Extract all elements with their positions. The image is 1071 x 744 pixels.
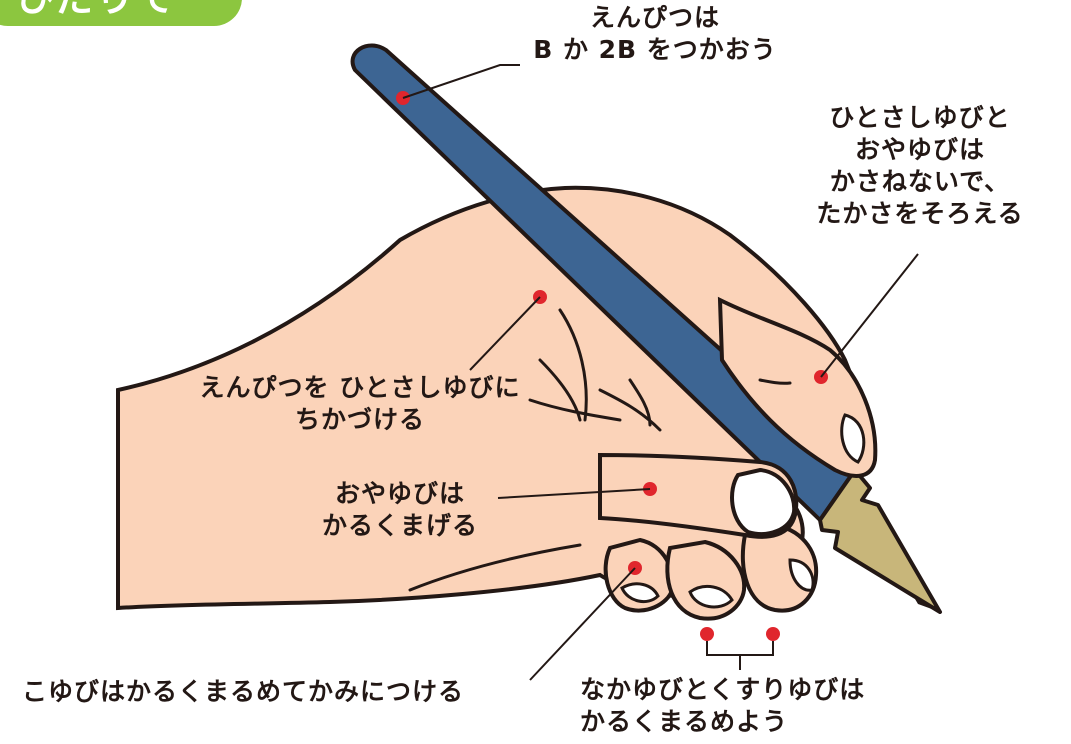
pencil — [350, 43, 942, 614]
index-nail — [840, 413, 866, 464]
middle-nail — [788, 558, 815, 592]
label-line: かるくまげる — [321, 511, 478, 540]
label-line: B か 2B をつかおう — [533, 35, 777, 64]
pinky-nail — [620, 582, 660, 604]
pencil-lead — [912, 594, 940, 612]
label-thumb-bend: おやゆびは かるくまげる — [300, 478, 500, 542]
label-line: なかゆびとくすりゆびは — [580, 675, 866, 704]
leader-lines — [402, 64, 919, 681]
palm-crease — [408, 543, 582, 592]
pencil-wood — [818, 468, 942, 614]
label-line: かさねないで、 — [829, 167, 1011, 196]
label-pencil-near-index: えんぴつを ひとさしゆびに ちかづける — [170, 372, 550, 436]
label-line: かるくまるめよう — [580, 707, 789, 736]
label-pencil-type: えんぴつは B か 2B をつかおう — [520, 2, 790, 66]
leader-pencil — [402, 64, 520, 99]
index-finger — [717, 296, 878, 478]
label-line: えんぴつを ひとさしゆびに — [199, 373, 521, 402]
knuckle-creases — [528, 308, 662, 432]
leader-thumb — [497, 488, 651, 499]
pencil-body — [350, 43, 857, 522]
label-pinky: こゆびはかるくまるめてかみにつける — [22, 676, 542, 708]
leader-pinky — [529, 567, 636, 681]
label-line: こゆびはかるくまるめてかみにつける — [22, 677, 465, 706]
hand-side-badge: ひだりて — [0, 0, 242, 26]
label-line: おやゆびは — [334, 479, 465, 508]
label-line: ひとさしゆびと — [829, 103, 1011, 132]
label-index-thumb: ひとさしゆびと おやゆびは かさねないで、 たかさをそろえる — [785, 102, 1055, 230]
ring-nail — [688, 584, 734, 609]
leader-index-knuckle — [469, 296, 541, 371]
leader-middle-ring — [706, 641, 774, 670]
label-middle-ring: なかゆびとくすりゆびは かるくまるめよう — [580, 674, 920, 738]
index-crease — [758, 378, 792, 385]
dot-middle — [700, 627, 714, 641]
leader-index-tip — [820, 253, 919, 378]
dot-ring — [766, 627, 780, 641]
label-line: えんぴつは — [589, 3, 720, 32]
thumb-nail — [730, 467, 797, 536]
middle-finger — [740, 522, 819, 613]
label-line: たかさをそろえる — [816, 199, 1024, 228]
label-line: おやゆびは — [854, 135, 985, 164]
label-line: ちかづける — [294, 405, 425, 434]
